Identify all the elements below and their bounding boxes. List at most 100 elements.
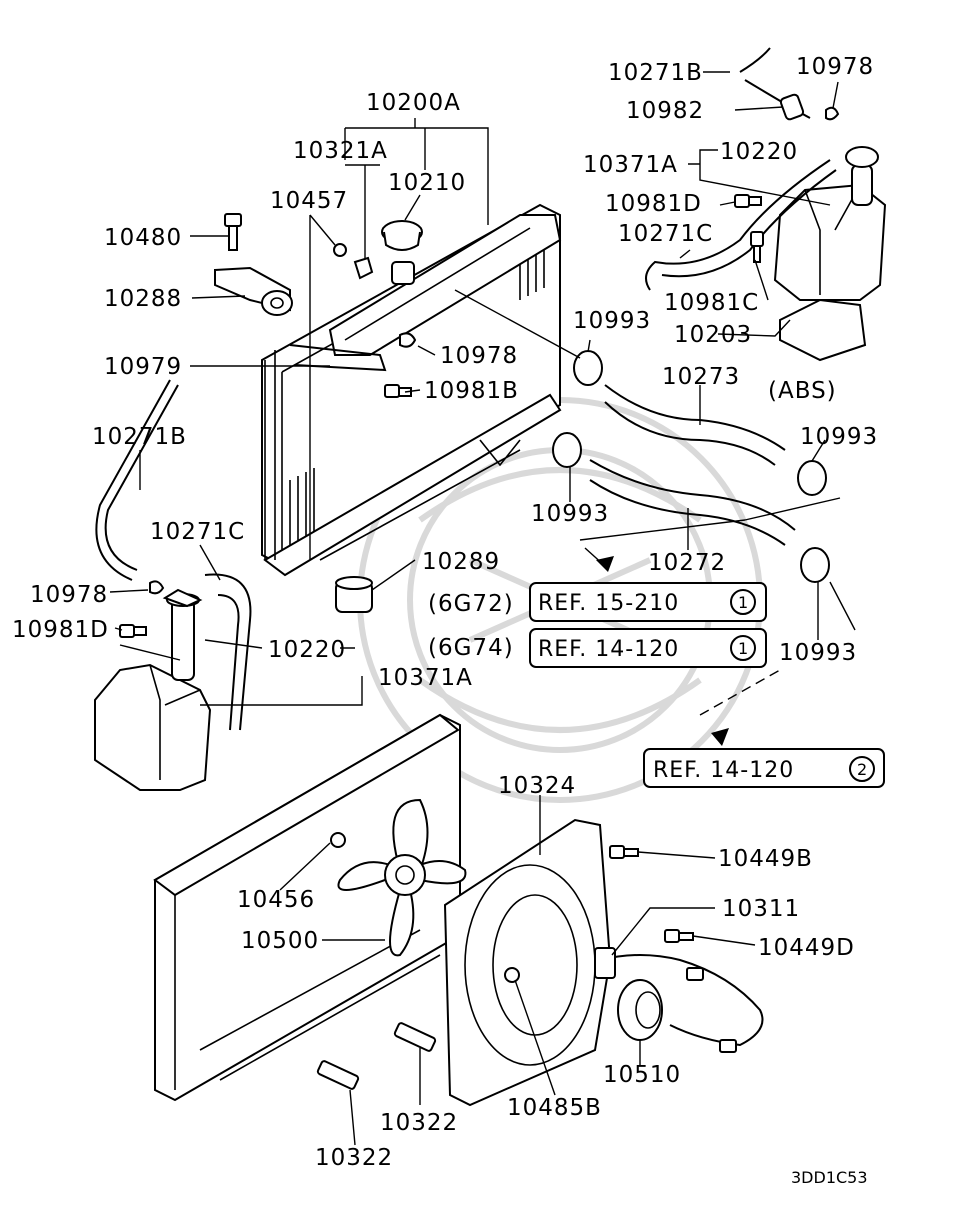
label-10981B: 10981B — [424, 378, 519, 404]
label-10321A: 10321A — [293, 138, 388, 164]
hose-clamps-10993 — [552, 350, 830, 583]
upper-hose-10273-inner — [604, 401, 776, 466]
label-10271B-right: 10271B — [608, 60, 703, 86]
tank-bracket-10203 — [779, 298, 867, 362]
label-10311: 10311 — [722, 896, 800, 922]
ref-circle-num-1: 1 — [738, 593, 748, 612]
label-10981C: 10981C — [664, 290, 759, 316]
label-10979: 10979 — [104, 354, 182, 380]
hose-10271C-left-inner — [217, 594, 240, 731]
label-10993-lower: 10993 — [531, 501, 609, 527]
label-10273: 10273 — [662, 364, 740, 390]
washer-10457 — [333, 243, 347, 257]
label-10271B-left: 10271B — [92, 424, 187, 450]
ref-text-2: REF. 14-120 — [538, 637, 679, 662]
engine-label-6g72: (6G72) — [428, 591, 514, 617]
label-10220-right: 10220 — [720, 139, 798, 165]
label-10978-left: 10978 — [30, 582, 108, 608]
label-10500: 10500 — [241, 928, 319, 954]
label-10981D-left: 10981D — [12, 617, 109, 643]
label-10322-upper: 10322 — [380, 1110, 458, 1136]
label-10220-left: 10220 — [268, 637, 346, 663]
upper-radiator-drawing — [261, 203, 562, 577]
reference-boxes: (6G72) REF. 15-210 1 (6G74) REF. 14-120 … — [428, 582, 885, 788]
label-10271C-left: 10271C — [150, 519, 245, 545]
hose-10271B-right — [739, 47, 771, 73]
label-10993-upper: 10993 — [573, 308, 651, 334]
engine-label-6g74: (6G74) — [428, 635, 514, 661]
hose-10271C-right-inner — [661, 169, 837, 278]
label-10272: 10272 — [648, 550, 726, 576]
label-10510: 10510 — [603, 1062, 681, 1088]
bolt-10981C — [750, 231, 764, 263]
label-abs: (ABS) — [768, 378, 837, 404]
harness-connector-a — [686, 967, 704, 981]
label-10982: 10982 — [626, 98, 704, 124]
label-10993-bottom: 10993 — [779, 640, 857, 666]
label-10371A-right: 10371A — [583, 152, 678, 178]
label-10324: 10324 — [498, 773, 576, 799]
label-10480: 10480 — [104, 225, 182, 251]
connector-10311 — [594, 947, 616, 979]
ref-box-1 — [529, 582, 767, 622]
label-10449D: 10449D — [758, 935, 855, 961]
label-10203: 10203 — [674, 322, 752, 348]
cooling-fan — [337, 798, 467, 957]
label-10210: 10210 — [388, 170, 466, 196]
leader-lines — [109, 71, 856, 1146]
hose-10271C-left — [204, 573, 252, 731]
ref-circle-1 — [730, 589, 756, 615]
label-10289: 10289 — [422, 549, 500, 575]
wiring-harness — [599, 954, 764, 1047]
hose-joint-10982 — [779, 93, 805, 121]
label-10200A: 10200A — [366, 90, 461, 116]
ref-circle-num-3: 2 — [857, 760, 867, 779]
label-10322-lower: 10322 — [315, 1145, 393, 1171]
ref-box-2 — [529, 628, 767, 668]
reserve-tank-left — [94, 588, 212, 791]
label-10485B: 10485B — [507, 1095, 602, 1121]
ref-circle-3 — [849, 756, 875, 782]
clamp-10978-left — [149, 580, 165, 595]
bolt-10981D-right — [734, 194, 762, 208]
hose-10271C-right — [645, 159, 831, 291]
label-10978-upper: 10978 — [440, 343, 518, 369]
reserve-tank-right — [773, 146, 887, 301]
hose-10271B-left — [95, 379, 171, 581]
diagram-code: 3DD1C53 — [791, 1168, 868, 1187]
label-10978-right: 10978 — [796, 54, 874, 80]
bolt-10981D-left — [119, 624, 147, 638]
clamp-10978-upper — [399, 332, 417, 348]
label-10993-right: 10993 — [800, 424, 878, 450]
bolt-10449B — [609, 845, 639, 859]
radiator-cap — [381, 220, 423, 251]
label-10449B: 10449B — [718, 846, 813, 872]
radiator-fins — [289, 228, 545, 545]
fan-motor — [617, 979, 663, 1041]
clip-10321A — [353, 256, 374, 280]
ref-circle-num-2: 1 — [738, 639, 748, 658]
temp-switch-upper — [393, 1022, 437, 1052]
fan-shroud — [443, 818, 612, 1107]
ref-box-3 — [643, 748, 885, 788]
label-10371A-left: 10371A — [378, 665, 473, 691]
nut-10456 — [330, 832, 346, 848]
arrow-ref-2 — [711, 728, 729, 746]
label-10456: 10456 — [237, 887, 315, 913]
clamp-10978-right — [825, 106, 840, 121]
label-10457: 10457 — [270, 188, 348, 214]
ref-text-1: REF. 15-210 — [538, 591, 679, 616]
lower-rubber-mount — [335, 576, 373, 613]
upper-mount-bracket — [214, 266, 293, 316]
ref-circle-2 — [730, 635, 756, 661]
label-10271C-right: 10271C — [618, 221, 713, 247]
bolt-10449D — [664, 929, 694, 943]
bolt-10480 — [224, 213, 242, 251]
ref-text-3: REF. 14-120 — [653, 758, 794, 783]
lower-hose-10272-inner — [589, 479, 786, 546]
overflow-tube-10979 — [289, 344, 387, 372]
arrow-ref-1 — [596, 556, 614, 572]
part-labels: 10200A 10321A 10210 10457 10480 10288 10… — [12, 54, 878, 1187]
